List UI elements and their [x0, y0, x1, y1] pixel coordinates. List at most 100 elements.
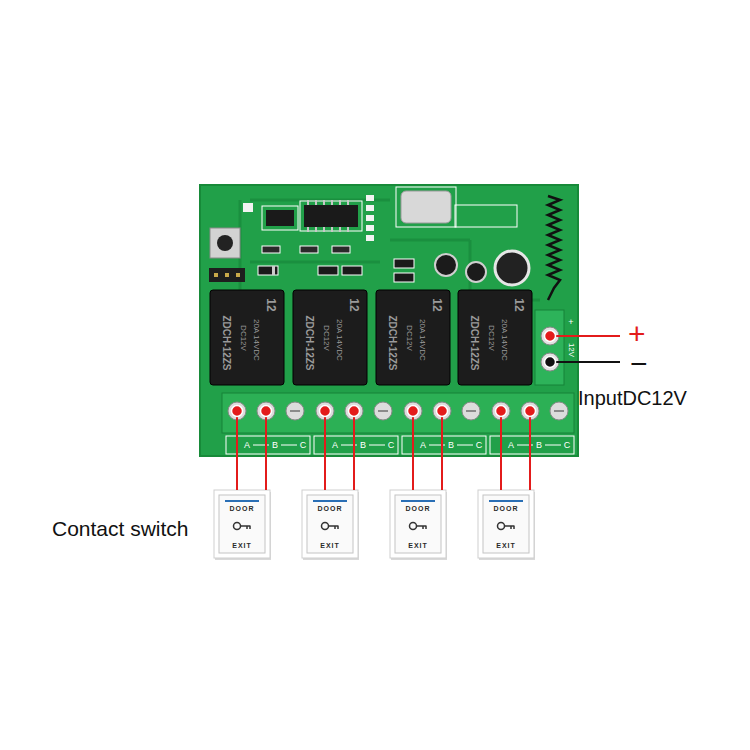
- crystal: [396, 187, 456, 227]
- switch-text: EXIT: [320, 542, 340, 549]
- wire: [320, 406, 331, 417]
- switch-text: DOOR: [406, 505, 431, 512]
- relay-marking: ZDCH-12ZS: [304, 315, 314, 370]
- door-exit-switch: [390, 490, 446, 558]
- smd-parts: [366, 195, 374, 201]
- relay-marking: DC12V: [405, 325, 413, 351]
- door-exit-switch: [329, 526, 339, 529]
- pin-header: [209, 268, 245, 282]
- relay-marking: DC12V: [239, 325, 247, 351]
- smd-parts: [455, 205, 517, 227]
- door-exit-switch: [391, 492, 447, 560]
- terminal-letter: A: [508, 441, 514, 450]
- smd-parts: [266, 210, 294, 226]
- door-exit-switch: [498, 523, 505, 530]
- pin-header: [225, 273, 229, 277]
- capacitors: [435, 251, 529, 285]
- terminal-letter: B: [536, 441, 542, 450]
- door-exit-switch: DOOR EXIT: [302, 490, 358, 558]
- door-exit-switch: [322, 523, 329, 530]
- crystal: [401, 191, 451, 223]
- terminal-screw: [466, 410, 476, 412]
- smd-parts: [342, 266, 362, 275]
- capacitors: [495, 251, 529, 285]
- terminal-letter: A: [332, 441, 338, 450]
- output-terminal-strip: [222, 393, 574, 454]
- door-exit-switch: [225, 500, 259, 502]
- relay-marking: 12: [348, 298, 360, 311]
- terminal-screw: [290, 410, 300, 412]
- door-exit-switch: [302, 490, 358, 558]
- silkscreen-text: +: [568, 318, 573, 327]
- smd-parts: [366, 205, 374, 211]
- terminal-group-outline: [545, 445, 561, 446]
- terminal-screw: [228, 402, 568, 420]
- relay-marking: DC12V: [322, 325, 330, 351]
- terminal-group-outline: [226, 436, 574, 454]
- door-exit-switch: [483, 495, 529, 553]
- relay: [210, 290, 532, 385]
- switch-text: EXIT: [408, 542, 428, 549]
- smd-parts: [366, 215, 374, 221]
- smd-parts: [300, 246, 318, 253]
- door-exit-switch: DOOR EXIT: [478, 490, 534, 558]
- relay-marking: 12: [431, 298, 443, 311]
- terminal-letter: B: [448, 441, 454, 450]
- terminal-letter: C: [564, 441, 571, 450]
- door-exit-switch: [410, 523, 417, 530]
- switch-text: DOOR: [318, 505, 343, 512]
- door-exit-switch: [401, 500, 435, 502]
- pin-header: [236, 273, 240, 277]
- door-exit-switch: DOOREXIT: [214, 490, 270, 558]
- wire: [353, 411, 355, 490]
- capacitors: [435, 254, 457, 276]
- relay-marking: 12: [513, 298, 525, 311]
- relay: [293, 290, 367, 385]
- door-exit-switch: [505, 526, 515, 529]
- smd-parts: [366, 225, 374, 231]
- wire: [232, 406, 536, 491]
- relay: [376, 290, 450, 385]
- smd-parts: [243, 203, 253, 212]
- terminal-screw: [550, 402, 568, 420]
- part-label: Contact switch: [52, 518, 189, 539]
- terminal-screw: [286, 402, 304, 420]
- relay-marking: DC12V: [487, 325, 495, 351]
- terminal-screw: [374, 402, 392, 420]
- door-exit-switch: DOOR EXIT: [390, 490, 446, 558]
- smd-parts: [318, 266, 338, 275]
- door-exit-switch: [214, 490, 535, 560]
- terminal-group-outline: [369, 445, 385, 446]
- wire: [437, 406, 448, 417]
- smd-parts: [262, 206, 298, 230]
- terminal-letter: C: [388, 441, 395, 450]
- wire: [408, 406, 419, 417]
- switch-text: DOOR: [230, 505, 255, 512]
- push-button: [210, 228, 240, 258]
- pin-header: [214, 273, 218, 277]
- polarity-sign: −: [630, 349, 648, 379]
- input-label: InputDC12V: [578, 388, 687, 408]
- terminal-letter: A: [244, 441, 250, 450]
- smd-parts: [262, 246, 280, 253]
- smd-parts: [366, 235, 374, 241]
- door-exit-switch: [234, 523, 241, 530]
- door-exit-switch: [478, 490, 534, 558]
- terminal-group-outline: [281, 445, 297, 446]
- relay-marking: 20A 14VDC: [418, 319, 426, 361]
- terminal-letter: C: [300, 441, 307, 450]
- wire: [412, 411, 414, 490]
- switch-text: EXIT: [496, 542, 516, 549]
- terminal-letter: A: [420, 441, 426, 450]
- relay-marking: ZDCH-12ZS: [387, 315, 397, 370]
- smd-parts: [394, 259, 414, 268]
- power-wire: [545, 331, 621, 368]
- switch-text: DOOR: [494, 505, 519, 512]
- relay: [458, 290, 532, 385]
- door-exit-switch: [479, 492, 535, 560]
- door-exit-switch: [417, 526, 427, 529]
- door-exit-switch: [214, 490, 270, 558]
- door-exit-switch: [307, 495, 353, 553]
- terminal-letter: B: [272, 441, 278, 450]
